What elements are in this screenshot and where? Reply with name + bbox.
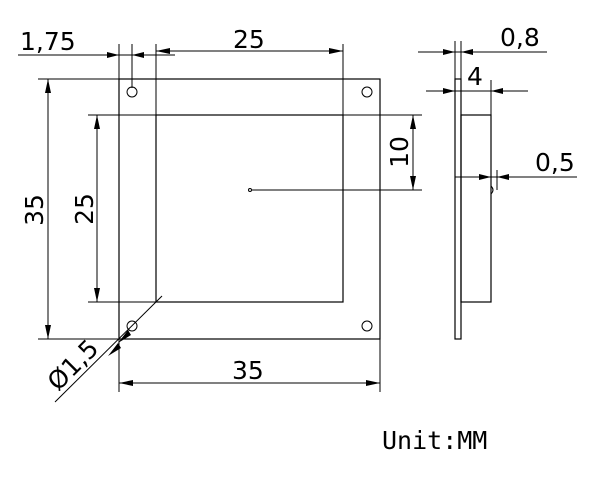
dimension-center-offset: 10 xyxy=(252,114,422,191)
side-module-body xyxy=(460,114,492,303)
dim-outer-height: 35 xyxy=(20,194,49,226)
dim-inner-width: 25 xyxy=(233,25,265,54)
dim-board-thickness: 0,8 xyxy=(500,23,540,52)
mount-hole-bottom-right xyxy=(361,320,373,332)
unit-label: Unit:MM xyxy=(382,426,487,455)
dim-pin-offset: 0,5 xyxy=(535,148,575,177)
dimension-pin-offset: 0,5 xyxy=(455,148,577,190)
dimension-top: 1,75 25 xyxy=(18,25,344,115)
center-point xyxy=(248,188,252,192)
outer-board-outline xyxy=(118,78,381,340)
mount-hole-top-right xyxy=(361,86,373,98)
side-board-edge xyxy=(454,78,462,340)
dim-inner-height: 25 xyxy=(70,193,99,225)
dimension-hole-diameter: Ø1,5 xyxy=(42,295,163,403)
dimension-board-thickness: 0,8 xyxy=(418,23,547,79)
mount-hole-top-left xyxy=(126,86,138,98)
front-view xyxy=(118,78,381,340)
dim-outer-width: 35 xyxy=(232,356,264,385)
mount-hole-bottom-left xyxy=(126,320,138,332)
side-pin-mark xyxy=(490,185,494,195)
inner-module-outline xyxy=(155,114,344,303)
dimension-total-thickness: 4 xyxy=(426,62,528,115)
dimension-left-outer: 35 xyxy=(20,78,119,340)
dimension-left-inner: 25 xyxy=(70,114,156,303)
dim-center-offset: 10 xyxy=(385,136,414,168)
dim-total-thickness: 4 xyxy=(467,62,483,91)
side-view xyxy=(454,78,494,340)
dim-hole-diameter: Ø1,5 xyxy=(42,334,105,397)
dimension-bottom: 35 xyxy=(118,339,381,392)
dim-mount-offset: 1,75 xyxy=(20,27,76,56)
